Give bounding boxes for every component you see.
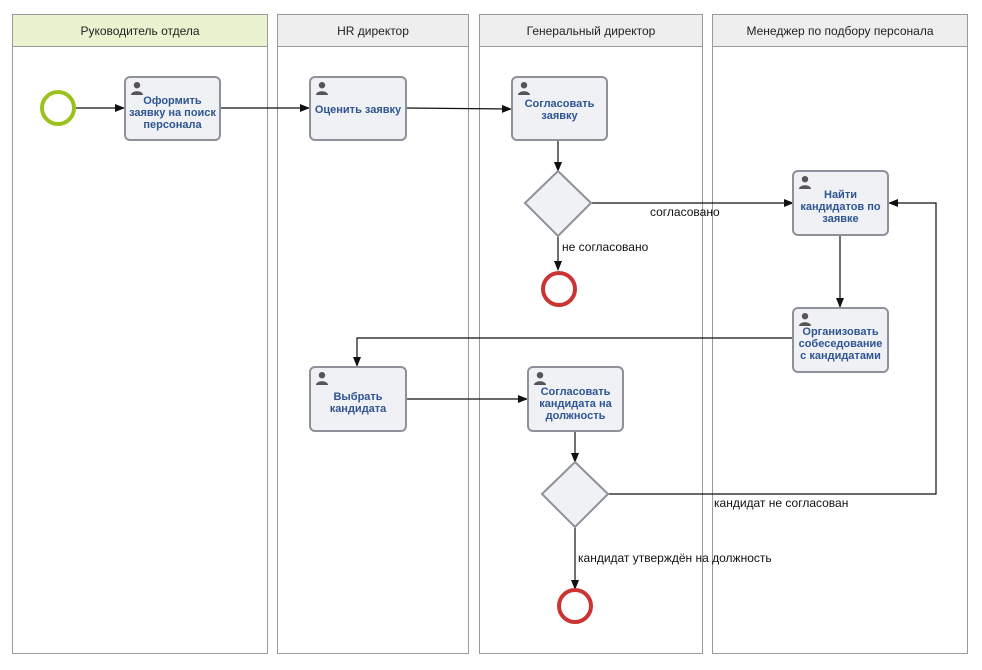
task-create-request[interactable]: Оформить заявку на поиск персонала [124, 76, 221, 141]
user-icon [799, 313, 811, 326]
task-label: Выбрать кандидата [329, 391, 387, 415]
task-label: Организовать собеседование с кандидатами [798, 326, 883, 362]
gateway-candidate-decision [540, 460, 610, 529]
task-label: Найти кандидатов по заявке [800, 189, 881, 225]
label-candidate-not-approved: кандидат не согласован [714, 496, 849, 510]
flow-candidate-not-approved [608, 199, 937, 495]
label-not-approved: не согласовано [562, 240, 649, 254]
lane-header: HR директор [278, 15, 468, 47]
flow-organize-to-choose [353, 337, 792, 367]
flow-evaluate-to-approve [405, 104, 512, 113]
task-organize-interview[interactable]: Организовать собеседование с кандидатами [792, 307, 889, 373]
task-label: Оформить заявку на поиск персонала [129, 94, 216, 131]
task-choose-candidate[interactable]: Выбрать кандидата [309, 366, 407, 432]
end-event-rejected [541, 271, 577, 307]
start-event [40, 90, 76, 126]
label-approved: согласовано [650, 205, 720, 219]
user-icon [534, 372, 546, 385]
gateway-request-decision [523, 169, 593, 238]
user-icon [316, 372, 328, 385]
lane-header: Генеральный директор [480, 15, 702, 47]
task-label: Согласовать кандидата на должность [539, 386, 612, 422]
task-label: Оценить заявку [314, 104, 402, 116]
end-event-hired [557, 588, 593, 624]
task-find-candidates[interactable]: Найти кандидатов по заявке [792, 170, 889, 236]
user-icon [131, 82, 143, 95]
user-icon [316, 82, 328, 95]
lane-header: Менеджер по подбору персонала [713, 15, 967, 47]
label-candidate-approved: кандидат утверждён на должность [578, 551, 772, 565]
task-approve-request[interactable]: Согласовать заявку [511, 76, 608, 141]
lane-hr-director: HR директор [277, 14, 469, 654]
task-evaluate-request[interactable]: Оценить заявку [309, 76, 407, 141]
task-approve-candidate[interactable]: Согласовать кандидата на должность [527, 366, 624, 432]
task-label: Согласовать заявку [524, 98, 595, 122]
user-icon [518, 82, 530, 95]
lane-header: Руководитель отдела [13, 15, 267, 47]
user-icon [799, 176, 811, 189]
